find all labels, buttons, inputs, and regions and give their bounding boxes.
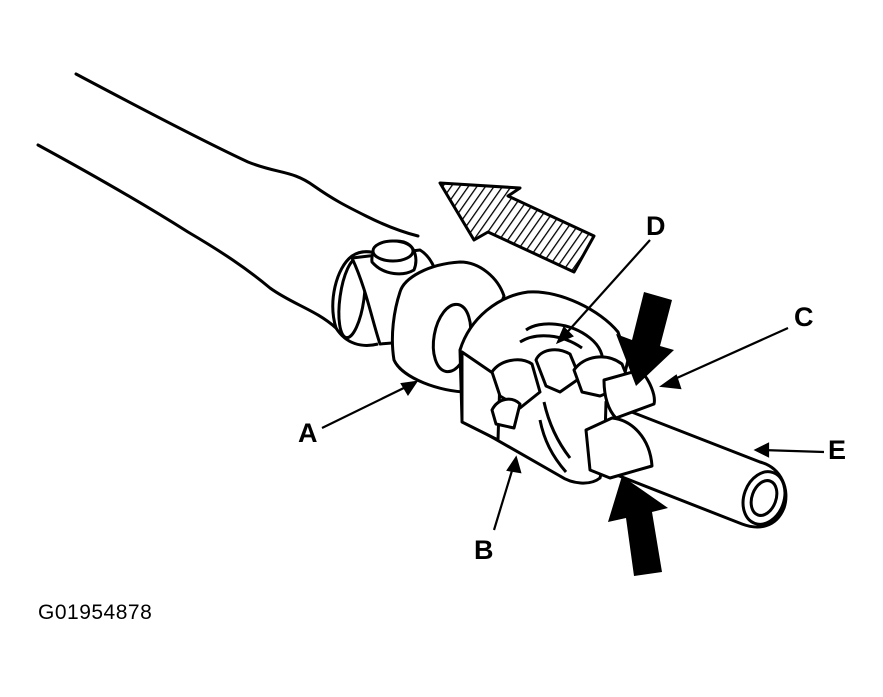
figure-id: G01954878 (38, 601, 153, 624)
leader-arrowhead-a (400, 380, 419, 397)
direction-arrow-icon (438, 181, 596, 274)
leader-line-a (321, 383, 413, 429)
hose-fitting (331, 239, 441, 347)
press-arrow-top-icon (616, 292, 674, 386)
quick-connector-body (458, 290, 632, 485)
leader-line-d (561, 239, 651, 339)
callout-label-c: C (794, 302, 814, 332)
leader-arrowhead-c (659, 374, 682, 390)
callout-label-e: E (828, 435, 847, 465)
leader-arrowhead-d (555, 326, 574, 345)
leader-arrowhead-b (506, 455, 522, 474)
release-tab (602, 368, 656, 420)
callout-label-d: D (646, 211, 666, 241)
callout-label-a: A (298, 418, 318, 448)
press-arrow-bottom-icon (608, 476, 668, 576)
leader-arrowhead-e (753, 442, 770, 458)
hose (36, 72, 420, 330)
leader-line-e (761, 448, 825, 454)
leader-lines (321, 239, 825, 531)
leader-line-c (667, 326, 789, 384)
callout-label-b: B (474, 535, 494, 565)
leader-line-b (492, 463, 516, 531)
